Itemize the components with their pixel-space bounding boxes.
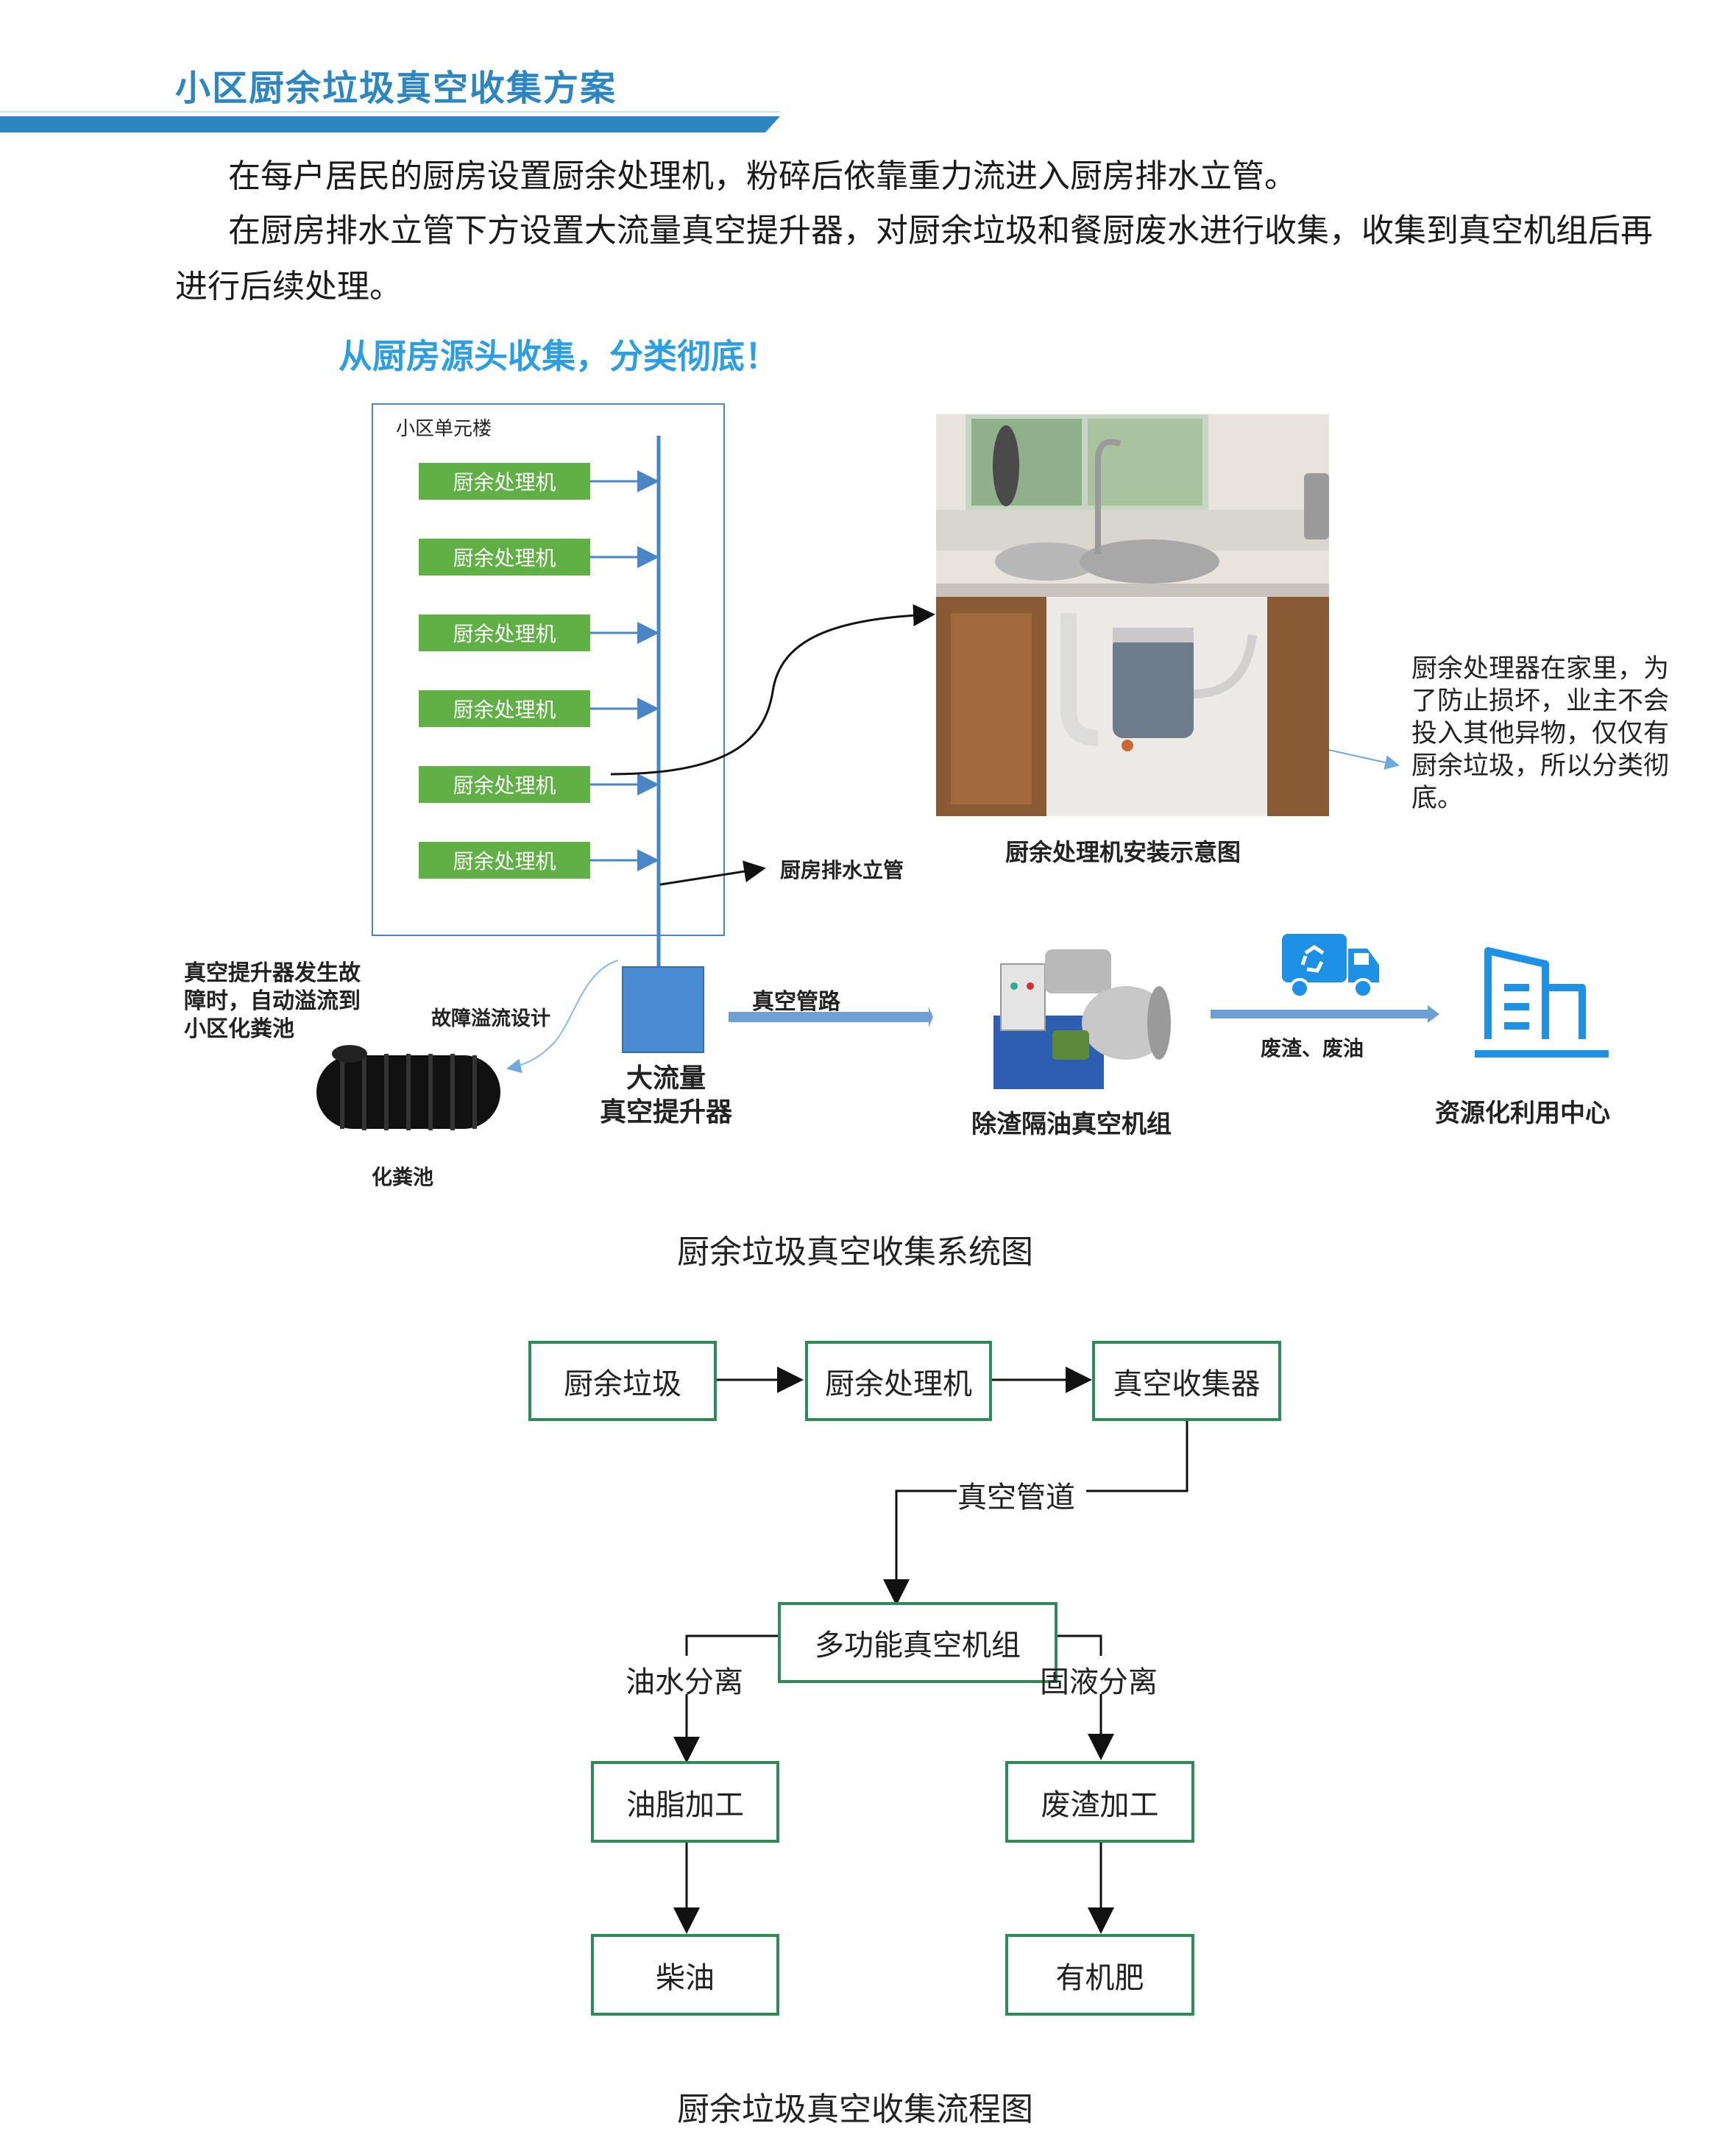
photo-caption: 厨余处理机安装示意图 [1005, 838, 1241, 866]
edge-label-solid-liquid: 固液分离 [1040, 1665, 1158, 1699]
flow-node-processor: 厨余处理机 [805, 1341, 992, 1421]
slogan: 从厨房源头收集，分类彻底！ [339, 336, 779, 376]
building-icon [1475, 947, 1609, 1057]
transport-label: 废渣、废油 [1261, 1036, 1364, 1060]
photo-note-line: 厨余处理器在家里，为 [1411, 654, 1670, 684]
building-label: 小区单元楼 [396, 418, 492, 440]
fault-note-line: 真空提升器发生故 [184, 960, 361, 986]
edge-label-pipe: 真空管道 [957, 1481, 1075, 1514]
food-waste-processor: 厨余处理机 [419, 463, 590, 500]
lifter-label-line: 大流量 [626, 1063, 706, 1094]
flow-node-grease: 油脂加工 [591, 1761, 779, 1843]
overflow-label: 故障溢流设计 [431, 1007, 550, 1030]
food-waste-processor: 厨余处理机 [419, 766, 590, 803]
unit-label: 除渣隔油真空机组 [971, 1110, 1172, 1139]
pipeline-label: 真空管路 [752, 989, 840, 1015]
food-waste-processor: 厨余处理机 [419, 842, 590, 879]
intro-paragraph-1: 在每户居民的厨房设置厨余处理机，粉碎后依靠重力流进入厨房排水立管。 [228, 157, 1297, 195]
food-waste-processor: 厨余处理机 [419, 539, 590, 575]
fault-note: 真空提升器发生故 障时，自动溢流到 小区化粪池 [184, 960, 361, 1044]
recycle-truck-icon [1282, 934, 1379, 999]
flow-connectors [623, 1367, 1188, 1934]
intro-paragraph-2: 在厨房排水立管下方设置大流量真空提升器，对厨余垃圾和餐厨废水进行收集，收集到真空… [175, 212, 1653, 305]
kitchen-photo [936, 414, 1329, 816]
photo-note-line: 投入其他异物，仅仅有 [1411, 719, 1670, 748]
lifter-label: 大流量 真空提升器 [589, 1062, 743, 1130]
standpipe-label: 厨房排水立管 [780, 858, 904, 882]
flow-node-waste: 厨余垃圾 [528, 1341, 717, 1421]
center-label: 资源化利用中心 [1435, 1099, 1610, 1128]
septic-tank-icon [316, 1045, 500, 1130]
edge-label-oil-water: 油水分离 [626, 1665, 743, 1699]
flow-node-fertilizer: 有机肥 [1005, 1934, 1194, 2016]
flow-node-residue: 废渣加工 [1005, 1761, 1194, 1843]
photo-note-line: 底。 [1411, 784, 1464, 813]
building-frame [372, 403, 725, 936]
header-rule [0, 111, 780, 132]
fault-note-line: 障时，自动溢流到 [184, 988, 361, 1014]
flow-node-unit: 多功能真空机组 [778, 1602, 1057, 1683]
flow-node-diesel: 柴油 [591, 1934, 779, 2016]
system-caption: 厨余垃圾真空收集系统图 [677, 1233, 1033, 1271]
food-waste-processor: 厨余处理机 [419, 614, 590, 651]
fault-note-line: 小区化粪池 [184, 1016, 294, 1042]
photo-note-line: 了防止损坏，业主不会 [1411, 687, 1670, 716]
photo-note: 厨余处理器在家里，为 了防止损坏，业主不会 投入其他异物，仅仅有 厨余垃圾，所以… [1411, 653, 1669, 815]
page-title: 小区厨余垃圾真空收集方案 [175, 68, 617, 109]
lifter-label-line: 真空提升器 [599, 1097, 732, 1127]
flow-caption: 厨余垃圾真空收集流程图 [677, 2091, 1033, 2128]
food-waste-processor: 厨余处理机 [419, 690, 590, 727]
photo-note-line: 厨余垃圾，所以分类彻 [1411, 751, 1670, 781]
flow-node-collector: 真空收集器 [1092, 1341, 1281, 1421]
vacuum-unit-icon [993, 949, 1171, 1089]
vacuum-lifter [622, 966, 704, 1053]
system-connectors [506, 436, 1439, 1074]
septic-label: 化粪池 [372, 1165, 434, 1189]
